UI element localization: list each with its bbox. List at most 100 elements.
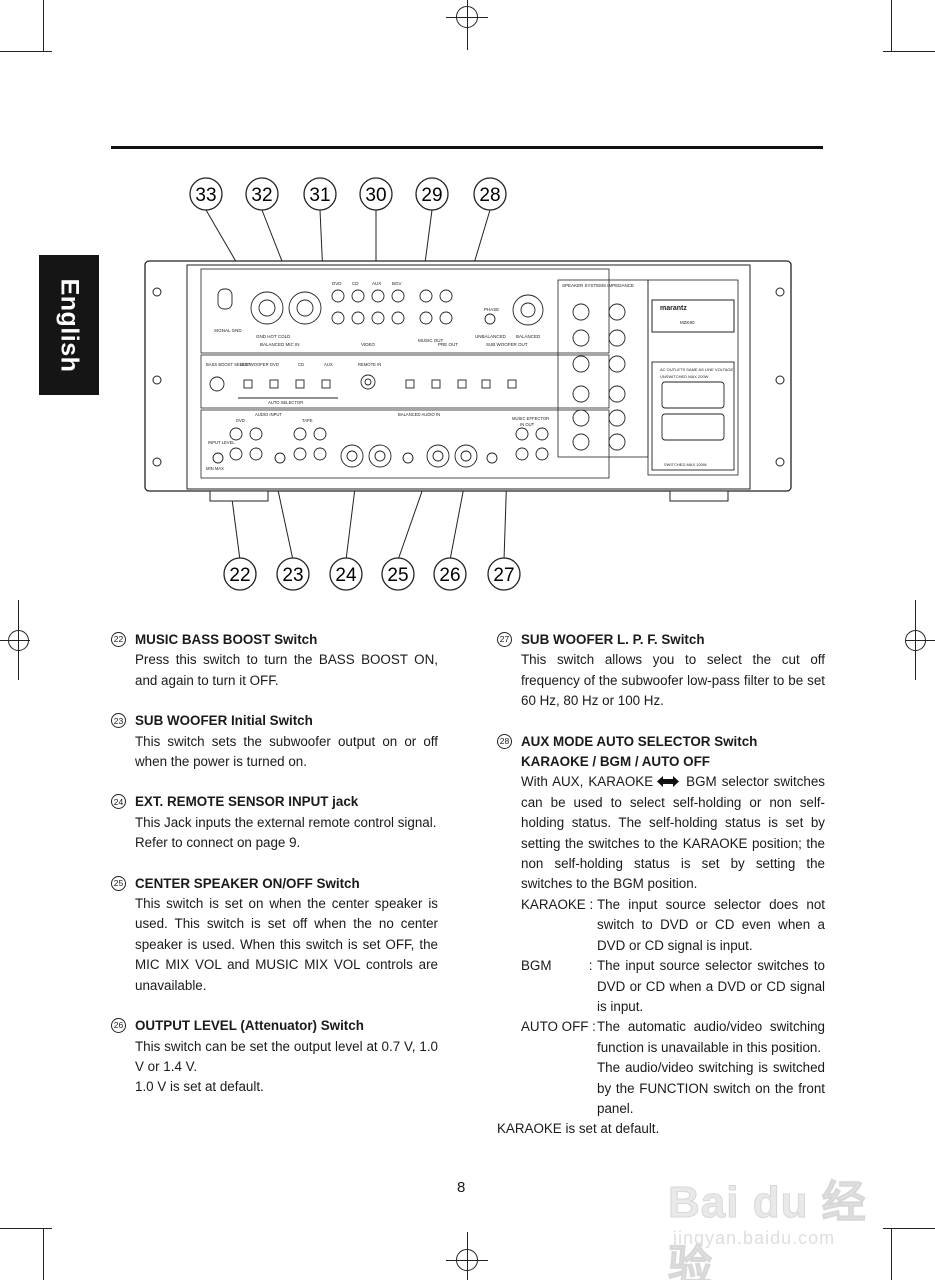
double-arrow-icon [657,776,680,788]
item-intro-b: BGM selector switches can be used to sel… [521,774,825,892]
callout-29: 29 [421,185,442,206]
item-27: 27 SUB WOOFER L. P. F. Switch This switch… [497,630,825,712]
callout-31: 31 [309,185,330,206]
item-number: 23 [111,713,126,729]
item-intro: With AUX, KARAOKE BGM selector switches … [521,772,825,894]
callout-30: 30 [365,185,386,206]
label-balanced-mic-in: BALANCED MIC IN [260,342,300,347]
item-number: 25 [111,875,126,891]
model-label: MZK90 [680,320,695,325]
header-rule [111,146,823,149]
connectors-top [217,288,544,326]
label-bass-boost: BASS BOOST SELECT [206,362,251,367]
item-title: CENTER SPEAKER ON/OFF Switch [135,875,360,891]
label-video-cd: CD [352,281,359,286]
item-title: SUB WOOFER Initial Switch [135,713,313,729]
label-tape: TAPE [302,418,313,423]
def-karaoke: KARAOKE : The input source selector does… [521,895,825,956]
def-desc-group: The automatic audio/video switching func… [597,1017,825,1119]
label-sw-cd: CD [298,362,304,367]
connectors-bottom [212,427,549,468]
ac-outlets [651,361,735,471]
callout-25: 25 [387,565,408,586]
label-sub-woofer: SUB WOOFER [240,362,269,367]
label-balanced: BALANCED [516,334,541,339]
label-sub-woofer-out: SUB WOOFER OUT [486,342,528,347]
callout-28: 28 [479,185,500,206]
item-footer: KARAOKE is set at default. [497,1121,660,1137]
label-music-out: MUSIC OUT [418,338,444,343]
page-number: 8 [457,1179,466,1196]
callouts-bottom: 22 23 24 25 26 27 [223,557,521,591]
def-term: KARAOKE : [521,896,594,912]
label-video: VIDEO [361,342,376,347]
callout-32: 32 [251,185,272,206]
callout-23: 23 [282,565,303,586]
switch-row [209,374,517,399]
item-26: 26 OUTPUT LEVEL (Attenuator) Switch This … [111,1016,438,1098]
def-desc: The input source selector does not switc… [597,896,825,953]
label-ac-outlets: AC OUTLETS SAME AS LINE VOLTAGE [660,367,734,372]
definition-list: KARAOKE : The input source selector does… [497,895,825,1119]
label-mic-pins: GND HOT COLD [256,334,291,339]
label-auto-selector: AUTO SELECTOR [268,400,303,405]
watermark-url: jingyan.baidu.com [673,1228,836,1248]
def-bgm: BGM : The input source selector switches… [521,956,825,1017]
language-tab: English [39,255,99,395]
label-signal-gnd: SIGNAL GND [214,328,242,333]
item-24: 24 EXT. REMOTE SENSOR INPUT jack This Jac… [111,792,438,853]
item-title: EXT. REMOTE SENSOR INPUT jack [135,794,359,810]
item-title: OUTPUT LEVEL (Attenuator) Switch [135,1018,364,1034]
brand-logo: marantz [660,305,687,312]
item-number: 22 [111,632,126,647]
item-title: MUSIC BASS BOOST Switch [135,632,318,647]
rear-panel-diagram: 33 32 31 30 29 28 SIGNAL GND [144,177,792,591]
item-text: This switch can be set the output level … [135,1038,438,1074]
item-subtitle: KARAOKE / BGM / AUTO OFF [521,754,710,770]
def-desc: The audio/video switching is switched by… [597,1060,825,1116]
label-min-max: MIN MAX [206,466,224,471]
label-input-level: INPUT LEVEL [208,440,235,445]
label-video-dvd: DVD [332,281,342,286]
callout-33: 33 [195,185,216,206]
item-number: 24 [111,794,126,810]
item-text: This Jack inputs the external remote con… [135,814,437,830]
watermark-logo: Bai du 经验 [668,1178,867,1280]
item-text: This switch is set on when the center sp… [135,896,438,993]
item-number: 28 [497,733,512,749]
label-phase: PHASE [484,307,499,312]
label-remote-in: REMOTE IN [358,362,381,367]
label-unswitched: UNSWITCHED MAX 200W [660,374,709,379]
callout-27: 27 [493,565,514,586]
def-desc: The input source selector switches to DV… [597,958,825,1014]
def-term: BGM : [521,958,593,974]
def-term: AUTO OFF : [521,1019,596,1035]
item-title: AUX MODE AUTO SELECTOR Switch [521,733,758,749]
label-video-aux: AUX [372,281,381,286]
watermark: Bai du 经验 jingyan.baidu.com [668,1152,883,1280]
item-23: 23 SUB WOOFER Initial Switch This switch … [111,711,438,772]
item-text: 1.0 V is set at default. [135,1079,264,1095]
item-text: Refer to connect on page 9. [135,835,301,851]
language-tab-label: English [55,278,84,372]
label-balanced-audio-in: BALANCED AUDIO IN [398,412,440,417]
item-number: 27 [497,632,512,647]
callout-24: 24 [335,565,357,586]
def-desc: The automatic audio/video switching func… [597,1019,825,1055]
def-auto-off: AUTO OFF : The automatic audio/video swi… [521,1017,825,1119]
speaker-terminals [572,303,626,451]
item-number: 26 [111,1018,126,1034]
item-text: This switch allows you to select the cut… [521,652,825,709]
label-video-bgv: BGV [392,281,402,286]
item-28: 28 AUX MODE AUTO SELECTOR Switch KARAOKE … [497,732,825,1140]
callout-26: 26 [439,565,460,586]
item-title: SUB WOOFER L. P. F. Switch [521,632,705,647]
label-audio-input: AUDIO INPUT [255,412,282,417]
label-speaker-impedance: SPEAKER SYSTEMS IMPEDANCE [562,283,634,288]
label-sw-dvd: DVD [270,362,279,367]
label-pre-out: PRE OUT [438,342,458,347]
label-switched: SWITCHED MAX 100W [664,462,707,467]
item-text: This switch sets the subwoofer output on… [135,733,438,770]
